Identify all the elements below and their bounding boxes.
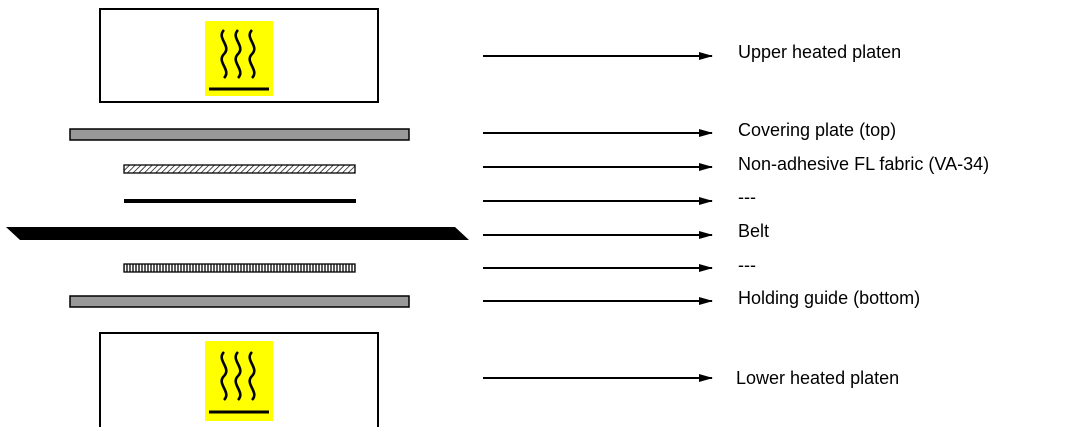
thin-layer-top [124, 199, 356, 203]
label-upper-platen: Upper heated platen [738, 42, 902, 62]
label-holding-guide: Holding guide (bottom) [738, 288, 921, 308]
label-layer-b: --- [738, 255, 756, 275]
fabric-layer [123, 164, 356, 174]
heat-symbol-icon [205, 21, 273, 96]
holding-guide [69, 295, 410, 308]
label-belt: Belt [738, 221, 770, 241]
covering-plate [69, 128, 410, 141]
label-fabric: Non-adhesive FL fabric (VA-34) [738, 154, 990, 174]
label-lower-platen: Lower heated platen [736, 368, 900, 388]
heat-symbol-icon [205, 341, 273, 421]
label-covering-plate: Covering plate (top) [738, 120, 897, 140]
upper-heated-platen [99, 8, 379, 103]
belt [6, 227, 469, 240]
ribbed-layer [123, 263, 356, 273]
lower-heated-platen [99, 332, 379, 428]
label-layer-a: --- [738, 187, 756, 207]
